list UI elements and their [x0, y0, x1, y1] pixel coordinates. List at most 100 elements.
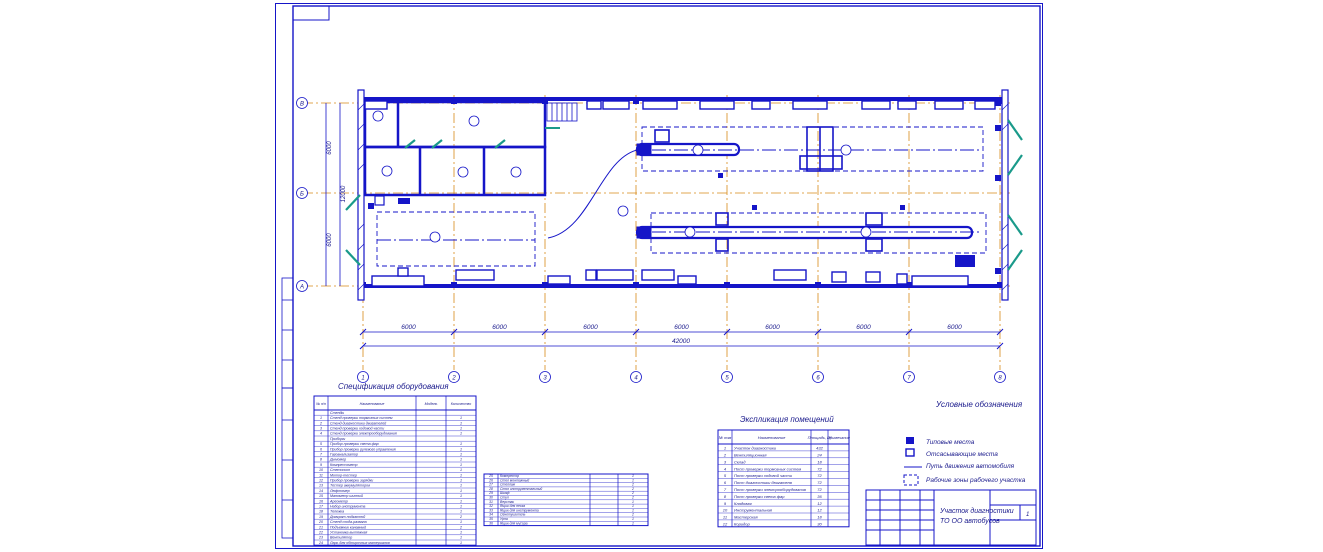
- legend-standard-place-symbol: [906, 437, 914, 444]
- axis-label-row: А: [299, 285, 304, 291]
- table-cell: 1: [460, 499, 462, 503]
- table-cell: 2: [631, 513, 634, 517]
- axis-label-col: 7: [907, 376, 911, 382]
- vehicle-path: [377, 149, 980, 241]
- dimension-span-label: 6000: [765, 324, 780, 331]
- table-cell: 1: [460, 536, 462, 540]
- table-cell: 9: [320, 463, 322, 467]
- wall-equipment-item: [865, 271, 881, 283]
- table-cell: Прибор проверки зарядки: [330, 479, 373, 483]
- table-cell: 2: [723, 453, 727, 458]
- table-cell: 2: [459, 525, 462, 529]
- table-cell: 2: [631, 491, 634, 495]
- wall-equipment-item: [641, 269, 675, 281]
- table-cell: 1: [460, 531, 462, 535]
- table-cell: 1: [460, 484, 462, 488]
- table-cell: Стенд проверки тормозных систем: [330, 416, 393, 420]
- table-cell: Ареометр: [329, 499, 348, 503]
- power-points: [368, 100, 1001, 274]
- table-cell: 1: [632, 500, 634, 504]
- position-callout: [468, 115, 480, 127]
- stamp-sheet-number: 1: [1026, 512, 1029, 518]
- axis-bubble-col: [903, 371, 915, 383]
- stamp-title-line1: Участок диагностики: [939, 507, 1014, 515]
- legend-item-standard: Типовые места: [926, 439, 975, 446]
- table-cell: 2: [631, 487, 634, 491]
- axis-bubble-col: [812, 371, 824, 383]
- table-cell: 3: [320, 427, 322, 431]
- table-cell: Приборы: [330, 437, 346, 441]
- legend-item-workzone: Рабочие зоны рабочего участка: [926, 476, 1026, 484]
- legend-item-exhaust: Отсасывающие места: [926, 451, 998, 458]
- wall-equipment-item: [602, 100, 630, 110]
- table-cell: 1: [460, 416, 462, 420]
- table-cell: 24: [318, 541, 323, 545]
- dimension-span-label: 6000: [947, 324, 962, 331]
- building-walls: [357, 89, 1009, 301]
- wall-equipment-item: [455, 269, 495, 281]
- table-cell: 35: [489, 517, 493, 521]
- table-cell: 10: [319, 468, 323, 472]
- table-cell: 5: [320, 442, 322, 446]
- table-cell: 17: [319, 505, 324, 509]
- table-cell: Ящик для песка: [499, 504, 525, 508]
- table-cell: 33: [489, 508, 493, 512]
- table-cell: 18: [319, 510, 323, 514]
- table-cell: Стенд проверки электрооборудования: [330, 432, 397, 436]
- wall-equipment-item: [677, 275, 697, 285]
- table-cell: 1: [460, 479, 462, 483]
- wall-equipment-item: [397, 267, 409, 277]
- table-cell: 72: [817, 473, 822, 478]
- wall-equipment-item: [596, 269, 634, 281]
- table-cell: 28: [488, 487, 493, 491]
- table-cell: 1: [460, 541, 462, 545]
- table-cell: 2: [631, 496, 634, 500]
- axis-label-col: 1: [361, 376, 364, 382]
- table-cell: Кладовая: [734, 501, 752, 506]
- table-cell: Инструментальная: [734, 508, 773, 513]
- table-cell: 1: [724, 446, 726, 451]
- table-cell: 32: [489, 504, 493, 508]
- wall-equipment-item: [934, 100, 964, 110]
- axis-bubble-col: [539, 371, 551, 383]
- axis-bubble-row: [296, 280, 308, 292]
- table-cell: Вентилятор: [330, 536, 352, 540]
- table-cell: Верстак: [500, 500, 514, 504]
- legend-item-path: Путь движения автомобиля: [926, 462, 1015, 470]
- table-cell: Стенд схода-развала: [330, 520, 367, 524]
- table-cell: Пост проверки тормозных систем: [734, 466, 801, 471]
- position-callout: [692, 144, 704, 156]
- sheet-outer-border: [275, 3, 1043, 549]
- table-cell: Пост проверки ходовой части: [734, 473, 793, 478]
- table-cell: 16: [319, 499, 323, 503]
- dimension-span-label: 6000: [674, 324, 689, 331]
- table-cell: 1: [460, 463, 462, 467]
- table-header-cell: № п/п: [316, 402, 326, 406]
- table-cell: 1: [460, 447, 462, 451]
- table-cell: Пост диагностики двигателя: [734, 480, 793, 485]
- table-header-cell: Наименование: [758, 435, 786, 440]
- dimension-total-label: 42000: [672, 338, 690, 345]
- axis-bubble-row: [296, 187, 308, 199]
- table-cell: 26: [488, 478, 493, 482]
- table-cell: 12: [723, 522, 728, 527]
- table-cell: 11: [723, 515, 727, 520]
- table-cell: Ящик для мусора: [499, 521, 528, 525]
- table-cell: Стенды: [330, 411, 345, 415]
- axis-label-col: 8: [998, 376, 1002, 382]
- table-cell: Компрессор: [500, 474, 519, 478]
- table-cell: Пост проверки электрооборудования: [734, 487, 807, 492]
- stamp-title-line2: ТО ОО автобусов: [940, 517, 1000, 525]
- legend-workzone-symbol: [903, 474, 919, 486]
- table-cell: 6: [724, 480, 727, 485]
- wall-equipment-item: [364, 100, 388, 110]
- position-callout: [429, 231, 441, 243]
- position-callout: [372, 110, 384, 122]
- table-cell: Дымомер: [329, 458, 346, 462]
- table-cell: 1: [632, 474, 634, 478]
- table-cell: Стол монтажный: [500, 478, 529, 482]
- position-callout: [860, 226, 872, 238]
- wall-equipment-item: [911, 275, 969, 287]
